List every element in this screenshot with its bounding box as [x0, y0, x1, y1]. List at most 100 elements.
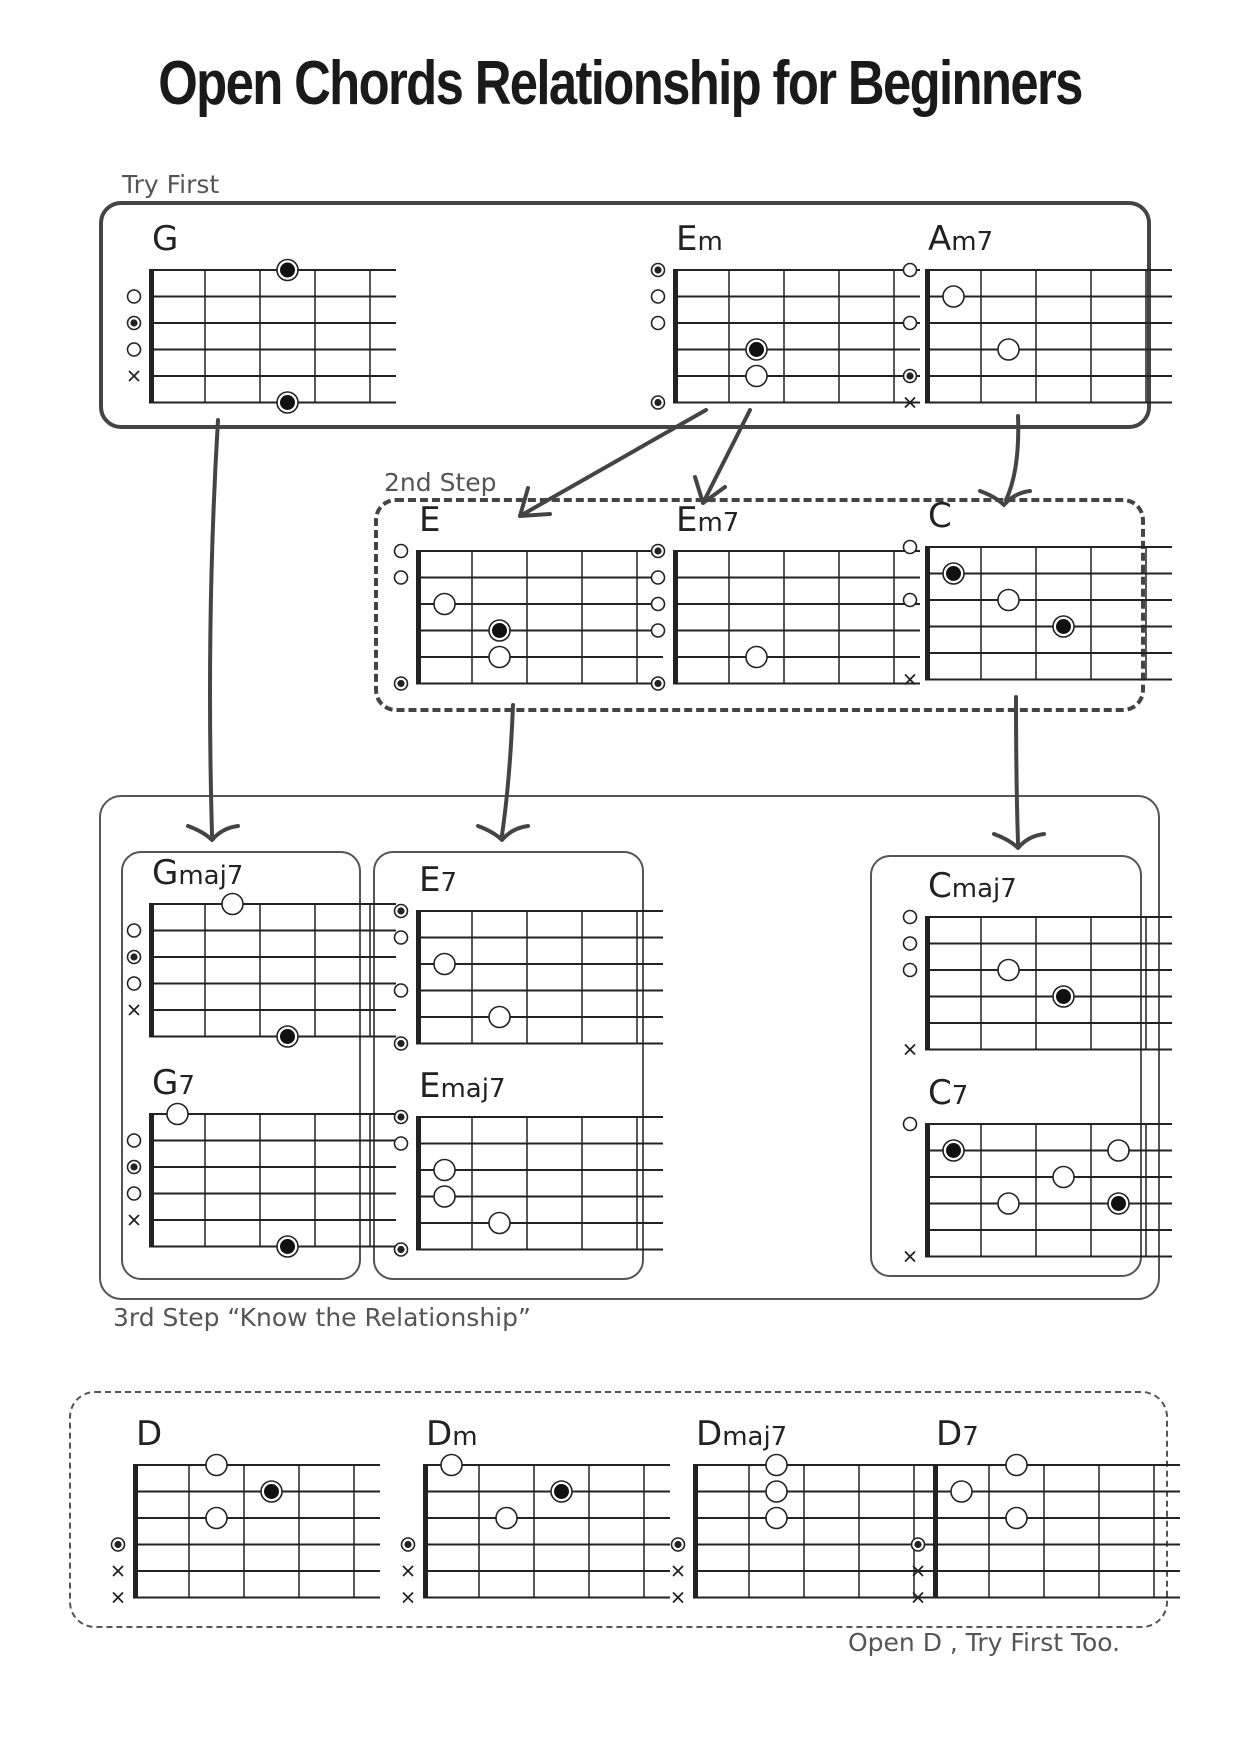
nut — [673, 550, 678, 685]
open-string-marker — [902, 909, 918, 925]
root-open-string-marker — [393, 1036, 409, 1051]
finger-dot — [1052, 1165, 1075, 1189]
finger-dot — [997, 588, 1020, 612]
chord-root: D — [136, 1414, 163, 1454]
open-string-marker — [393, 543, 409, 559]
finger-dot — [765, 1453, 788, 1477]
finger-dot — [440, 1453, 463, 1477]
finger-dot — [205, 1506, 228, 1530]
root-finger-dot — [276, 1025, 299, 1048]
open-string-marker — [650, 289, 666, 304]
muted-string-marker — [128, 1214, 140, 1226]
finger-dot — [433, 952, 456, 976]
finger-dot — [488, 645, 511, 669]
section-label-2nd-step: 2nd Step — [384, 468, 497, 497]
finger-dot — [166, 1102, 189, 1126]
muted-string-marker — [128, 370, 140, 382]
chord-root: G — [152, 853, 179, 893]
open-string-marker — [126, 1186, 142, 1201]
finger-dot — [997, 338, 1020, 361]
chord-quality: maj7 — [951, 874, 1017, 904]
chord-root: E — [419, 500, 441, 540]
chord-quality: m7 — [951, 227, 994, 257]
root-open-string-marker — [650, 262, 666, 278]
finger-dot — [950, 1480, 973, 1503]
chord-name-e: E — [419, 503, 440, 537]
muted-string-marker — [904, 1043, 916, 1056]
open-string-marker — [393, 570, 409, 585]
chord-name-cmaj7: Cmaj7 — [928, 869, 1017, 903]
finger-dot — [488, 1211, 511, 1235]
chord-name-em: Em — [676, 222, 723, 256]
fretboard-g — [126, 258, 396, 414]
open-string-marker — [902, 962, 918, 978]
chord-root: G — [152, 219, 179, 259]
root-open-string-marker — [400, 1537, 416, 1552]
chord-name-c: C — [928, 499, 952, 533]
g-family-box — [121, 851, 361, 1280]
finger-dot — [765, 1506, 788, 1530]
chord-name-am7: Am7 — [928, 222, 993, 256]
chord-name-d7: D7 — [936, 1417, 979, 1451]
open-string-marker — [902, 539, 918, 555]
chord-name-d: D — [136, 1417, 162, 1451]
open-string-marker — [650, 315, 666, 331]
root-open-string-marker — [650, 543, 666, 559]
root-open-string-marker — [902, 368, 918, 384]
chord-name-dm: Dm — [426, 1417, 478, 1451]
open-string-marker — [902, 262, 918, 278]
open-string-marker — [126, 342, 142, 357]
chord-root: C — [928, 496, 952, 536]
finger-dot — [221, 892, 244, 916]
nut — [149, 903, 154, 1038]
root-open-string-marker — [910, 1537, 926, 1552]
finger-dot — [942, 285, 965, 308]
root-finger-dot — [1107, 1192, 1130, 1215]
finger-dot — [488, 1005, 511, 1029]
fretboard-gmaj7 — [126, 892, 396, 1048]
muted-string-marker — [904, 1250, 916, 1263]
fretboard-d7 — [910, 1453, 1180, 1604]
root-finger-dot — [1052, 985, 1075, 1008]
chord-root: D — [426, 1414, 453, 1454]
finger-dot — [1005, 1453, 1028, 1477]
finger-dot — [997, 1192, 1020, 1215]
muted-string-marker — [112, 1565, 124, 1577]
root-finger-dot — [276, 1235, 299, 1258]
nut — [416, 550, 421, 685]
nut — [149, 269, 154, 404]
nut — [925, 916, 930, 1051]
open-string-marker — [126, 976, 142, 991]
chord-name-g7: G7 — [152, 1066, 195, 1100]
2nd-step-box — [374, 498, 1145, 712]
nut — [925, 546, 930, 681]
fretboard-d — [110, 1453, 380, 1604]
open-string-marker — [650, 596, 666, 612]
muted-string-marker — [912, 1591, 924, 1604]
root-open-string-marker — [393, 676, 409, 691]
muted-string-marker — [402, 1565, 414, 1577]
chord-quality: 7 — [951, 1081, 969, 1111]
open-string-marker — [650, 623, 666, 638]
nut — [133, 1464, 138, 1599]
e-family-box — [373, 851, 644, 1280]
chord-name-c7: C7 — [928, 1076, 968, 1110]
root-open-string-marker — [393, 903, 409, 919]
muted-string-marker — [904, 673, 916, 686]
nut — [693, 1464, 698, 1599]
chord-quality: 7 — [962, 1422, 979, 1452]
chord-name-dmaj7: Dmaj7 — [696, 1417, 787, 1451]
finger-dot — [433, 592, 456, 616]
open-string-marker — [126, 923, 142, 938]
open-string-marker — [393, 983, 409, 998]
open-string-marker — [393, 930, 409, 945]
chord-name-e7: E7 — [419, 863, 457, 897]
chord-root: E — [419, 1066, 441, 1106]
nut — [673, 269, 678, 404]
chord-root: C — [928, 1073, 952, 1113]
nut — [149, 1113, 154, 1248]
chord-name-em7: Em7 — [676, 503, 739, 537]
3rd-step-box — [99, 795, 1160, 1300]
nut — [416, 910, 421, 1045]
chord-root: D — [696, 1414, 723, 1454]
